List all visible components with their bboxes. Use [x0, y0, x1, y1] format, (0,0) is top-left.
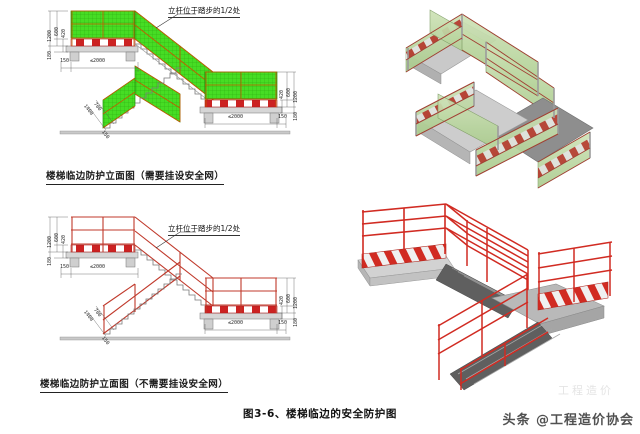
slope-dimension-lines — [87, 99, 115, 131]
lower-left-safety-mesh — [102, 77, 136, 129]
left-dimension-lines-2 — [48, 216, 139, 278]
dim2-right-180: 180 — [293, 317, 299, 327]
dim2-right-2000: ≤2000 — [228, 320, 244, 326]
dim-right-420: 420 — [279, 89, 285, 99]
left-dimension-lines — [48, 10, 139, 72]
dim-left-420: 420 — [61, 28, 67, 38]
dim-right-150: 150 — [278, 114, 288, 120]
ghost-watermark: 工程造价 — [558, 384, 614, 397]
dim2-right-600: 600 — [286, 293, 292, 303]
dim2-left-2000: ≤2000 — [90, 264, 106, 270]
lower-flight-guardrail — [102, 261, 181, 335]
right-safety-mesh-panel — [204, 71, 278, 107]
right-dimension-lines-2 — [204, 277, 296, 334]
render2-lower-flight-treads — [449, 321, 561, 391]
right-guardrail — [205, 277, 277, 313]
left-safety-mesh-panel — [70, 10, 136, 46]
dim-right-2000: ≤2000 — [228, 114, 244, 120]
dim2-left-150: 150 — [60, 264, 70, 270]
figure-elevation-with-net: 1200 600 420 180 150 ≤2000 1200 600 420 … — [28, 2, 318, 162]
render1-guard-rails — [405, 13, 591, 189]
right-dimension-lines — [204, 71, 296, 128]
dim-right-180: 180 — [293, 111, 299, 121]
ground-line — [59, 130, 291, 135]
annotation-post-position-fig1: 立杆位于踏步的1/2处 — [168, 5, 241, 18]
left-guardrail — [71, 216, 135, 252]
dim2-right-150: 150 — [278, 320, 288, 326]
upper-stair-steps — [134, 43, 214, 105]
dim2-right-1200: 1200 — [293, 296, 299, 309]
render2-mid-guardrail — [537, 241, 613, 308]
figure-2-caption-wrap: 楼梯临边防护立面图（不需要挂设安全网） — [40, 374, 229, 393]
watermark: 头条 @工程造价协会 — [502, 413, 634, 428]
dim2-left-180: 180 — [47, 256, 53, 266]
render2-mid-toe-board — [537, 281, 609, 311]
main-title: 图3-6、楼梯临边的安全防护图 — [243, 408, 397, 420]
dim-left-150: 150 — [60, 58, 70, 64]
figure-render-3d-without-net — [342, 198, 640, 398]
render2-upper-flight-guardrail — [445, 203, 529, 306]
figure-1-caption-wrap: 楼梯临边防护立面图（需要挂设安全网） — [46, 166, 225, 185]
render-3d-with-net-drawing — [405, 9, 594, 189]
dim-left-1200: 1200 — [47, 29, 53, 42]
dim-right-1200: 1200 — [293, 90, 299, 103]
annotation-leader-line — [155, 13, 196, 29]
dim-left-180: 180 — [47, 50, 53, 60]
dim2-left-420: 420 — [61, 234, 67, 244]
slope-dimension-lines-2 — [87, 305, 115, 337]
ground-line-2 — [59, 336, 291, 341]
right-toe-board — [204, 99, 278, 108]
render2-lower-flight-guardrail — [437, 273, 549, 390]
lower-flight-safety-mesh — [134, 65, 181, 123]
dim-left-600: 600 — [54, 26, 60, 36]
annotation-post-position-fig2: 立杆位于踏步的1/2处 — [168, 223, 241, 236]
left-toe-board — [70, 38, 136, 47]
lower-stair-steps-2 — [104, 273, 182, 335]
render-3d-without-net-drawing — [357, 203, 613, 391]
annotation-leader-line-2 — [155, 231, 196, 249]
dim-right-600: 600 — [286, 87, 292, 97]
elevation-with-net-drawing — [48, 10, 296, 135]
figure-elevation-without-net: 1200 600 420 180 150 ≤2000 1200 600 420 … — [28, 208, 318, 368]
figure-1-caption: 楼梯临边防护立面图（需要挂设安全网） — [46, 168, 225, 185]
dim2-left-600: 600 — [54, 232, 60, 242]
figure-2-caption: 楼梯临边防护立面图（不需要挂设安全网） — [40, 376, 229, 393]
dim2-left-1200: 1200 — [47, 235, 53, 248]
elevation-without-net-drawing — [48, 216, 296, 341]
figure-render-3d-with-net — [378, 0, 640, 200]
dim2-right-420: 420 — [279, 295, 285, 305]
upper-flight-guardrail — [134, 216, 214, 307]
render2-upper-guardrail — [361, 203, 447, 260]
dim-left-2000: ≤2000 — [90, 58, 106, 64]
